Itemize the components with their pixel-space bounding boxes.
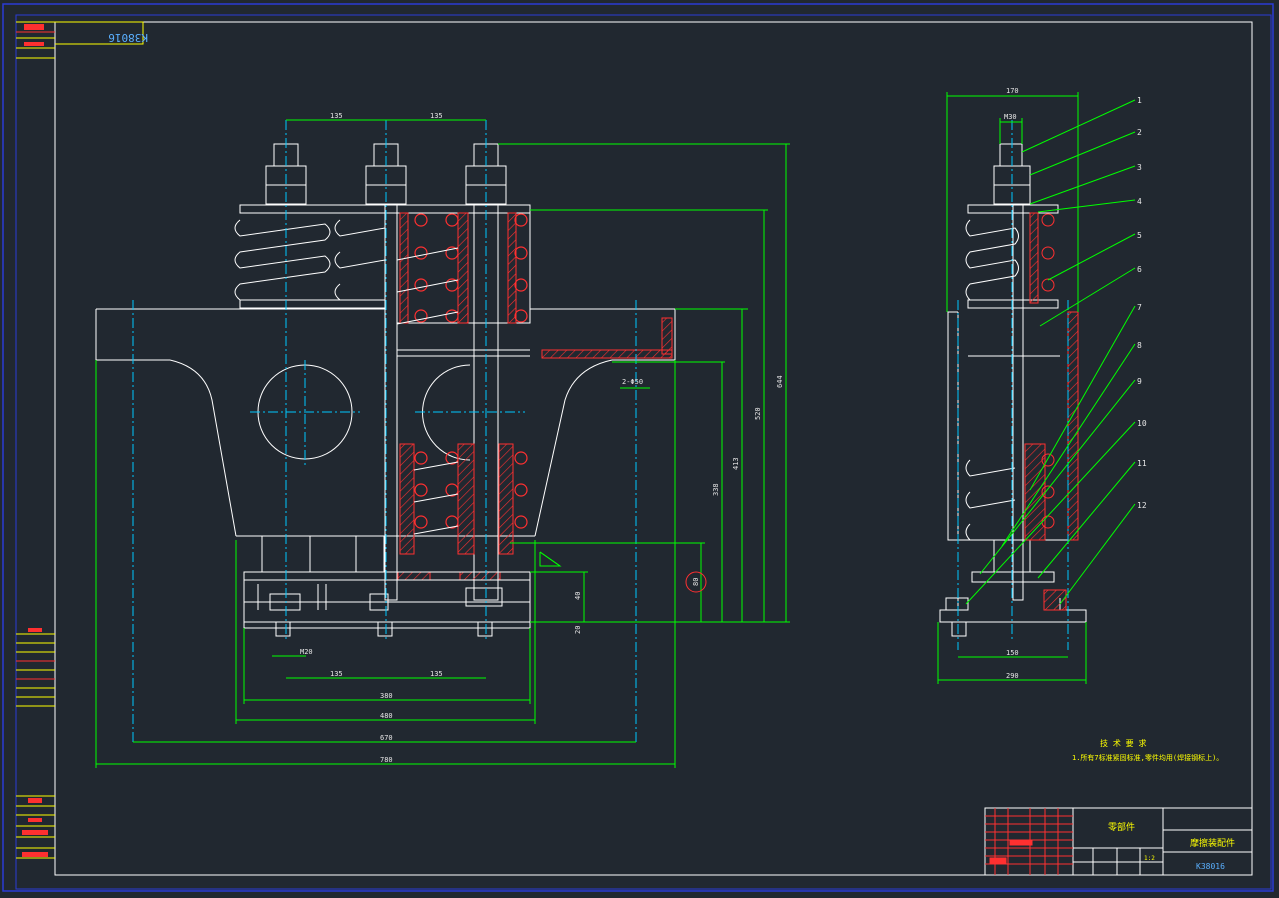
- dim-bolt: M20: [300, 648, 313, 656]
- base-assembly: [243, 535, 531, 637]
- note-circle: [685, 571, 707, 593]
- front-dimension-texts: 135 135 135 135 M20 380 480 670 780 2-Φ5…: [300, 112, 784, 764]
- part-balloons: 1 2 3 4 5 6 7 8 9 10 11 12: [1137, 96, 1147, 510]
- dim-h-520: 520: [754, 407, 762, 420]
- title-drawing-no: K38016: [1196, 862, 1225, 871]
- dim-top-width: 170: [1006, 87, 1019, 95]
- dim-pitch-right: 135: [430, 112, 443, 120]
- dim-h-644: 644: [776, 375, 784, 388]
- balloon-10: 10: [1137, 419, 1147, 428]
- hatched-sections: [397, 212, 673, 581]
- front-centerlines: [132, 120, 637, 745]
- dim-h-20: 20: [574, 626, 582, 634]
- title-assembly-name: 摩擦装配件: [1190, 837, 1235, 849]
- dim-base-pitch-right: 135: [430, 670, 443, 678]
- dim-pitch-left: 135: [330, 112, 343, 120]
- dim-w-670: 670: [380, 734, 393, 742]
- title-part-name: 零部件: [1108, 821, 1135, 833]
- front-view: 135 135 135 135 M20 380 480 670 780 2-Φ5…: [95, 112, 790, 768]
- tech-req-line: 1.所有7标准紧固标准,零件均用(焊接钢标上)。: [1072, 753, 1223, 762]
- technical-requirements: 技 术 要 求 1.所有7标准紧固标准,零件均用(焊接钢标上)。: [1072, 738, 1223, 762]
- front-dimension-lines: [95, 119, 790, 768]
- balloon-6: 6: [1137, 265, 1142, 274]
- left-binding-strip: [16, 21, 55, 859]
- balloon-12: 12: [1137, 501, 1147, 510]
- dim-h-413: 413: [732, 457, 740, 470]
- code-box-text: K38016: [108, 31, 148, 44]
- balloon-2: 2: [1137, 128, 1142, 137]
- spring-coils: [414, 213, 528, 529]
- circle-note: 80: [692, 578, 700, 586]
- title-scale: 1:2: [1144, 855, 1155, 862]
- dim-w-480: 480: [380, 712, 393, 720]
- dim-w-780: 780: [380, 756, 393, 764]
- balloon-5: 5: [1137, 231, 1142, 240]
- dim-base-inner: 150: [1006, 649, 1019, 657]
- balloon-11: 11: [1137, 459, 1147, 468]
- dim-h-338: 338: [712, 483, 720, 496]
- balloon-4: 4: [1137, 197, 1142, 206]
- code-box: K38016: [55, 21, 148, 45]
- balloon-3: 3: [1137, 163, 1142, 172]
- side-view: 170 M30 150 290 1 2 3 4 5 6 7 8 9 10 11 …: [937, 87, 1147, 684]
- sheet-border: [2, 3, 1274, 892]
- dim-w-380: 380: [380, 692, 393, 700]
- dim-hole: 2-Φ50: [622, 378, 643, 386]
- balloon-7: 7: [1137, 303, 1142, 312]
- dim-base-pitch-left: 135: [330, 670, 343, 678]
- balloon-9: 9: [1137, 377, 1142, 386]
- dim-h-40: 40: [574, 592, 582, 600]
- dim-bolt-top: M30: [1004, 113, 1017, 121]
- balloon-8: 8: [1137, 341, 1142, 350]
- title-block: 零部件 摩擦装配件 K38016 1:2: [984, 807, 1253, 876]
- dim-base-outer: 290: [1006, 672, 1019, 680]
- tech-req-title: 技 术 要 求: [1100, 738, 1146, 748]
- balloon-1: 1: [1137, 96, 1142, 105]
- left-springs: [234, 219, 386, 301]
